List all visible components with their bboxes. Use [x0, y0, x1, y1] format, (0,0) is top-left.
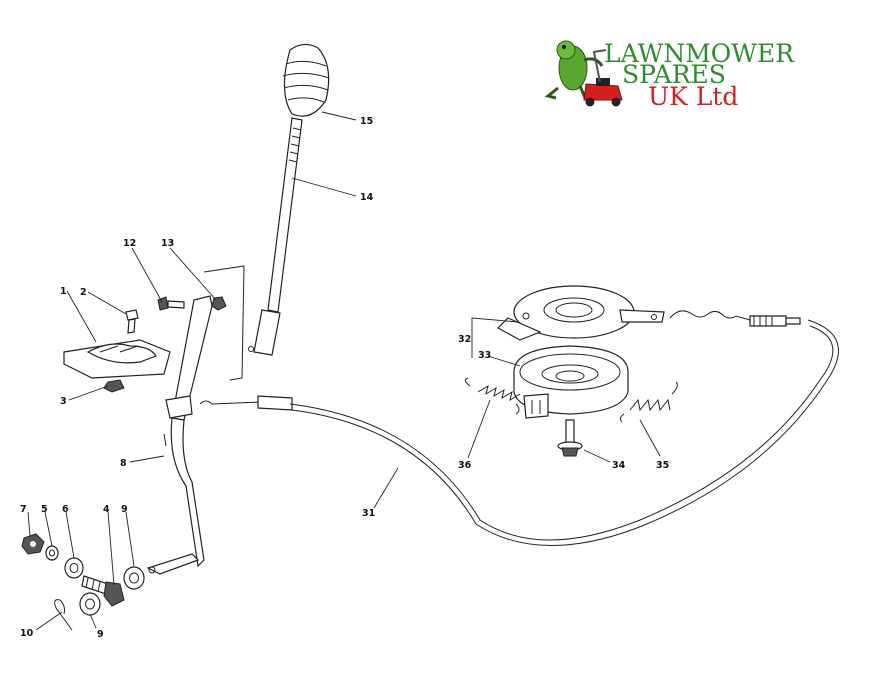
callout-10: 10	[20, 628, 34, 639]
leader-lines	[27, 111, 661, 631]
callout-8: 8	[120, 458, 127, 469]
bolt-12	[157, 296, 185, 311]
spring-35	[619, 381, 678, 423]
shift-arm	[146, 295, 213, 575]
callout-33: 33	[478, 350, 491, 361]
bolt-34	[557, 419, 583, 457]
callout-5: 5	[41, 504, 48, 515]
lever-knob	[282, 43, 330, 117]
callout-31: 31	[362, 508, 375, 519]
callout-3: 3	[60, 396, 67, 407]
callout-13: 13	[161, 238, 174, 249]
mower-icon	[583, 49, 623, 107]
callout-9b: 9	[97, 629, 104, 640]
logo-line-uk-ltd: UK Ltd	[648, 82, 738, 111]
washer-9-lower	[79, 592, 101, 616]
nut-13	[211, 296, 227, 311]
bolt-2	[125, 309, 139, 334]
washer-5	[45, 545, 59, 561]
callout-4: 4	[103, 504, 110, 515]
nut-7	[21, 533, 45, 555]
control-cable	[199, 315, 839, 546]
callout-7: 7	[20, 504, 27, 515]
washer-9-upper	[123, 566, 145, 590]
spring-36	[464, 377, 521, 415]
washer-6	[64, 557, 84, 579]
spring-cable-end	[669, 310, 751, 321]
callout-labels: 1 2 3 4 5 6 7 8 9 9 10 12 13 14 15 31 32…	[20, 116, 669, 640]
lever-bracket-outline	[203, 265, 245, 381]
callout-14: 14	[360, 192, 374, 203]
pedal-plate	[63, 339, 171, 379]
clutch-plate-lower	[513, 345, 629, 419]
callout-32: 32	[458, 334, 471, 345]
callout-34: 34	[612, 460, 626, 471]
callout-6: 6	[62, 504, 69, 515]
callout-35: 35	[656, 460, 669, 471]
callout-1: 1	[60, 286, 67, 297]
lever-rod	[248, 117, 303, 356]
callout-36: 36	[458, 460, 472, 471]
callout-9a: 9	[121, 504, 128, 515]
logo-line-spares: SPARES	[622, 60, 726, 89]
callout-2: 2	[80, 287, 87, 298]
callout-15: 15	[360, 116, 373, 127]
clutch-plate-upper	[497, 285, 665, 341]
r-clip-10	[54, 599, 73, 631]
pivot-bolt-4	[81, 575, 125, 607]
callout-12: 12	[123, 238, 136, 249]
logo-line-lawnmower: LAWNMOWER	[604, 39, 795, 68]
brand-logo: LAWNMOWER SPARES UK Ltd	[544, 39, 795, 111]
